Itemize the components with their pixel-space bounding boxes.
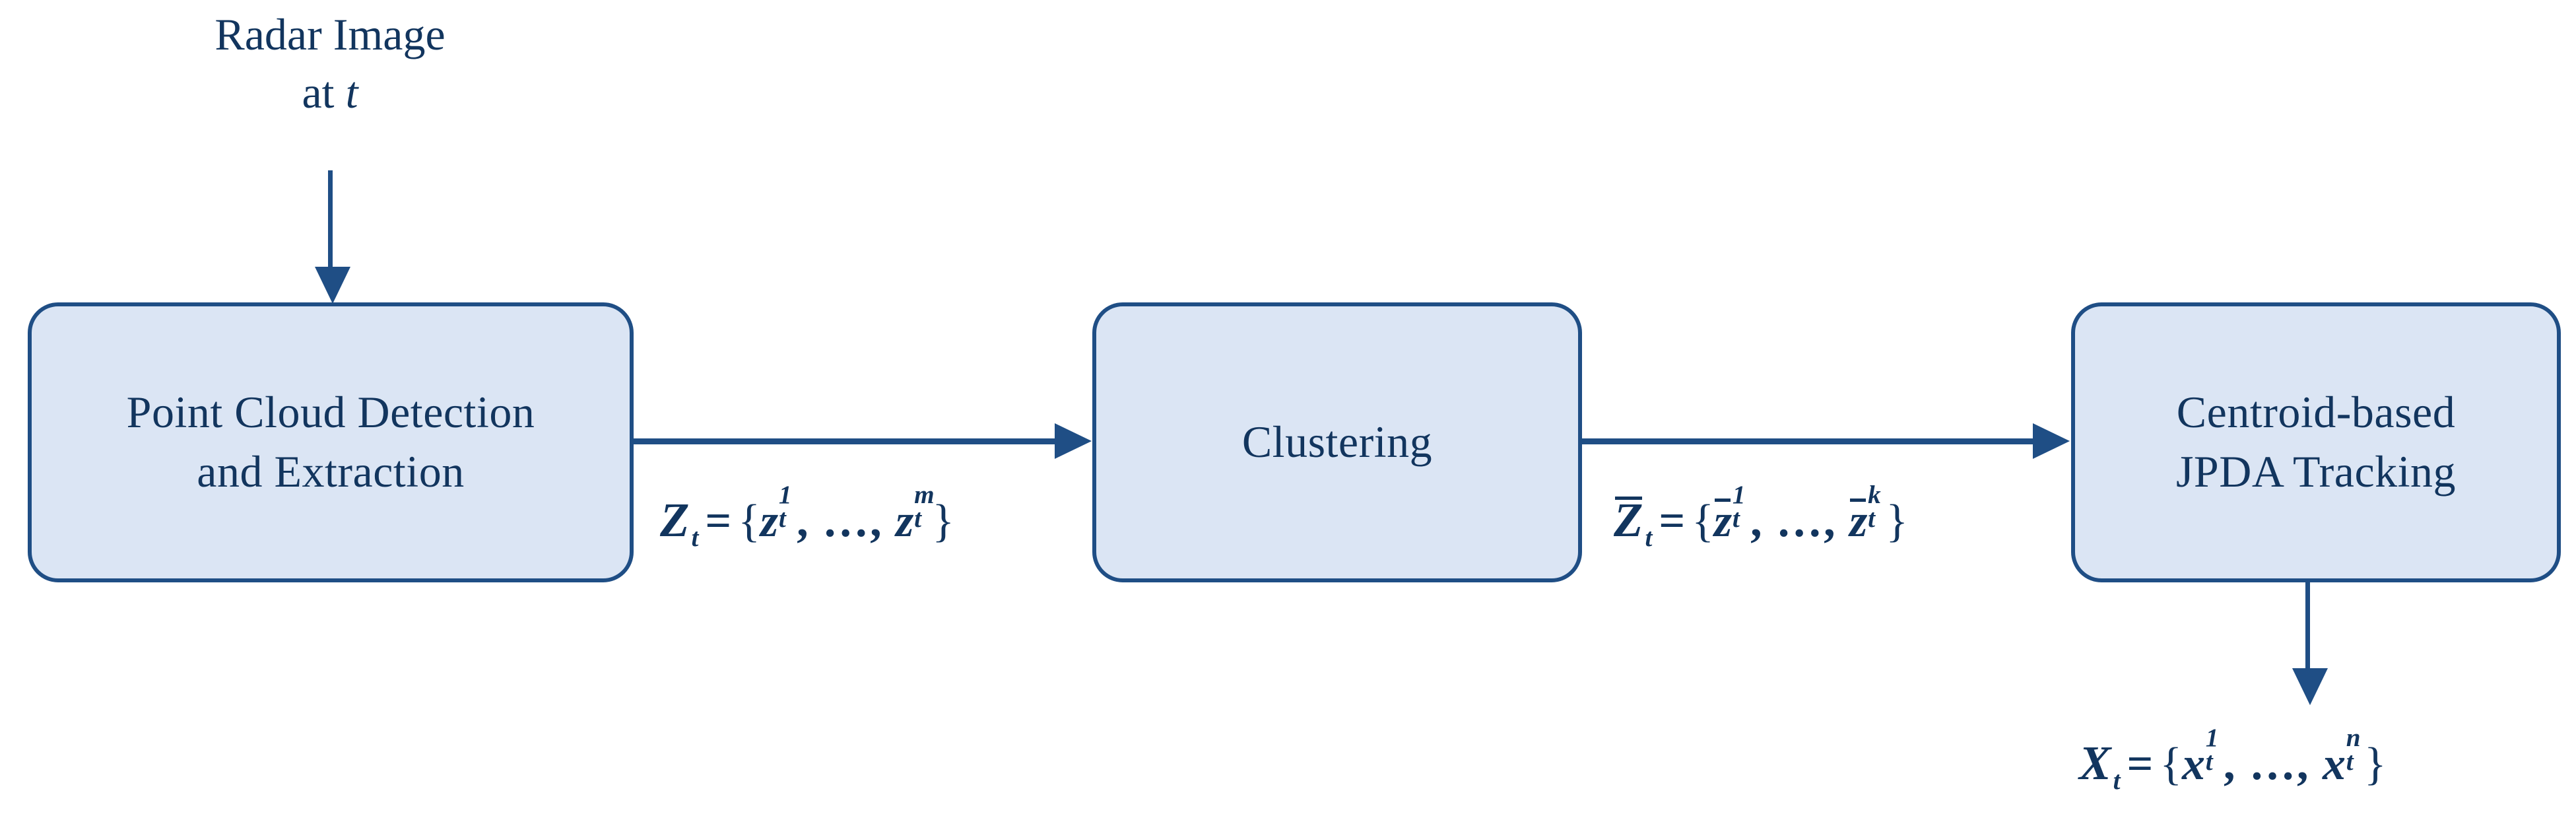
edge-label-clustered-last-subscript: t bbox=[1868, 504, 1876, 533]
arrow-detection-to-clustering-head-icon bbox=[1055, 423, 1092, 459]
edge-label-measurements-last-superscript: m bbox=[914, 481, 935, 510]
edge-label-tracks-open-brace: { bbox=[2160, 739, 2182, 790]
arrow-clustering-to-tracking-head-icon bbox=[2033, 423, 2070, 459]
process-box-centroid-jpda-tracking-label: Centroid-based JPDA Tracking bbox=[2175, 387, 2457, 497]
edge-label-measurements-subscript: t bbox=[691, 524, 699, 552]
source-caption: Radar Image at t bbox=[145, 5, 515, 122]
edge-label-tracks-symbol: X bbox=[2079, 736, 2111, 790]
edge-label-clustered-first-subscript: t bbox=[1732, 504, 1740, 533]
edge-label-measurements-equals: = bbox=[705, 496, 732, 547]
edge-label-tracks-subscript: t bbox=[2113, 767, 2121, 795]
edge-label-clustered-symbol-overline: Z bbox=[1614, 495, 1644, 545]
edge-label-measurements-first-subscript: t bbox=[778, 504, 786, 533]
edge-label-measurements-separator: , …, bbox=[797, 496, 896, 547]
edge-label-clustered-equals: = bbox=[1659, 496, 1686, 547]
edge-label-tracks-first-superscript: 1 bbox=[2205, 724, 2219, 753]
edge-label-tracks-separator: , …, bbox=[2223, 739, 2323, 790]
edge-label-tracks-last-subscript: t bbox=[2346, 747, 2354, 776]
edge-label-tracks-first-subscript: t bbox=[2205, 747, 2213, 776]
edge-label-clustered-last-element: z bbox=[1849, 496, 1868, 547]
arrow-radar-to-detection-line bbox=[328, 170, 333, 269]
edge-label-clustered-last-element-overline: z bbox=[1849, 497, 1867, 545]
arrow-detection-to-clustering-line bbox=[632, 438, 1056, 444]
process-box-clustering[interactable]: Clustering bbox=[1092, 302, 1582, 582]
process-box-point-cloud-detection[interactable]: Point Cloud Detection and Extraction bbox=[28, 302, 634, 582]
edge-label-tracks-close-brace: } bbox=[2363, 739, 2387, 790]
edge-label-clustered-subscript: t bbox=[1645, 524, 1653, 552]
process-box-clustering-label: Clustering bbox=[1241, 417, 1433, 467]
source-caption-prefix: at bbox=[302, 67, 346, 118]
arrow-tracking-to-output-head-icon bbox=[2292, 668, 2328, 705]
edge-label-clustered-separator: , …, bbox=[1750, 496, 1850, 547]
edge-label-tracks-first-element: x bbox=[2181, 739, 2205, 790]
edge-label-measurements-open-brace: { bbox=[738, 496, 760, 547]
edge-label-clustered-first-superscript: 1 bbox=[1732, 481, 1746, 510]
source-caption-time-variable: t bbox=[345, 67, 358, 118]
edge-label-clustered-first-element: z bbox=[1713, 496, 1733, 547]
edge-label-tracks-last-superscript: n bbox=[2346, 724, 2361, 753]
arrow-radar-to-detection-head-icon bbox=[315, 267, 350, 304]
edge-label-measurements-first-superscript: 1 bbox=[778, 481, 792, 510]
edge-label-clustered-last-superscript: k bbox=[1868, 481, 1881, 510]
process-box-centroid-jpda-tracking[interactable]: Centroid-based JPDA Tracking bbox=[2071, 302, 2561, 582]
edge-label-measurements-last-element: z bbox=[896, 496, 914, 547]
edge-label-clustered-open-brace: { bbox=[1692, 496, 1714, 547]
edge-label-tracks-equals: = bbox=[2127, 739, 2154, 790]
arrow-clustering-to-tracking-line bbox=[1581, 438, 2033, 444]
process-box-point-cloud-detection-label: Point Cloud Detection and Extraction bbox=[126, 387, 535, 497]
edge-label-measurements-symbol: Z bbox=[660, 493, 690, 547]
edge-label-clustered-close-brace: } bbox=[1886, 496, 1908, 547]
source-caption-line2: at t bbox=[145, 63, 515, 121]
source-caption-line1: Radar Image bbox=[215, 9, 446, 59]
edge-label-clustered-symbol: Z bbox=[1614, 493, 1643, 547]
edge-label-measurements-last-subscript: t bbox=[914, 504, 922, 533]
edge-label-measurements-first-element: z bbox=[760, 496, 779, 547]
arrow-tracking-to-output-line bbox=[2305, 581, 2310, 672]
edge-label-tracks-last-element: x bbox=[2322, 739, 2346, 790]
edge-label-measurements-close-brace: } bbox=[932, 496, 954, 547]
edge-label-clustered-first-element-overline: z bbox=[1714, 497, 1732, 545]
